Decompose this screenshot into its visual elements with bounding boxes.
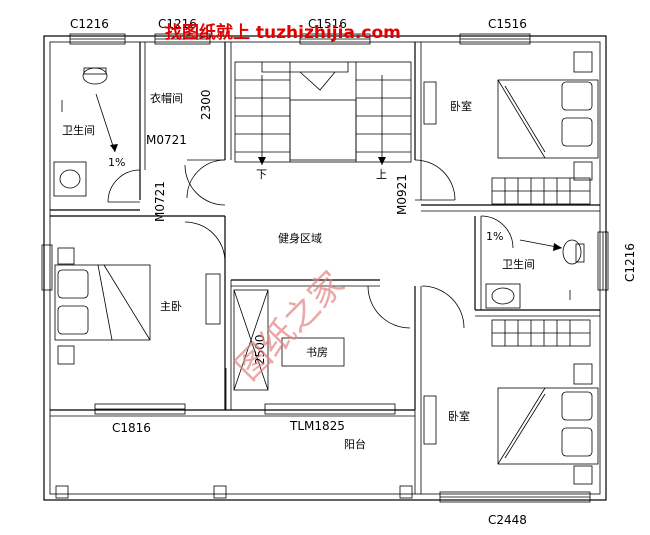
door-label-balcony: TLM1825 <box>289 419 345 433</box>
window-label-top-left: C1216 <box>70 17 109 31</box>
room-bathroom-right: 卫生间 <box>502 257 535 271</box>
slope-bath-left: 1% <box>108 156 125 169</box>
watermark-stamp: 图纸之家 <box>228 264 352 388</box>
outer-walls <box>43 35 607 501</box>
door-label-bedroom-right: M0921 <box>395 174 409 215</box>
dimension-cloak: 2300 <box>199 89 213 120</box>
window-label-top-right: C1516 <box>488 17 527 31</box>
room-fitness: 健身区域 <box>278 231 322 245</box>
staircase <box>234 61 412 165</box>
room-master-bedroom: 主卧 <box>160 300 182 313</box>
dimension-study: 2500 <box>253 334 267 365</box>
door-label-bath-left: M0721 <box>146 133 187 147</box>
interior-walls <box>50 42 600 494</box>
stair-down-label: 下 <box>256 168 267 181</box>
room-study: 书房 <box>306 346 328 359</box>
window-label-bottom-right: C2448 <box>488 513 527 527</box>
window-marks <box>41 33 609 503</box>
door-swings <box>107 159 514 410</box>
door-label-master: M0721 <box>153 181 167 222</box>
room-cloakroom: 衣帽间 <box>150 91 183 105</box>
slope-bath-right: 1% <box>486 230 503 243</box>
room-bathroom-left: 卫生间 <box>62 123 95 137</box>
stair-up-label: 上 <box>376 168 387 181</box>
room-bedroom-bottom-right: 卧室 <box>448 409 470 423</box>
room-bedroom-top-right: 卧室 <box>450 99 472 113</box>
window-label-top-stair: C1516 <box>308 17 347 31</box>
window-label-bottom-left: C1816 <box>112 421 151 435</box>
furniture <box>53 51 599 485</box>
window-label-top-second: C1216 <box>158 17 197 31</box>
room-balcony: 阳台 <box>344 437 366 451</box>
watermark-text: 找图纸就上 tuzhizhijia.com <box>165 22 401 43</box>
window-label-right-side: C1216 <box>623 243 637 282</box>
